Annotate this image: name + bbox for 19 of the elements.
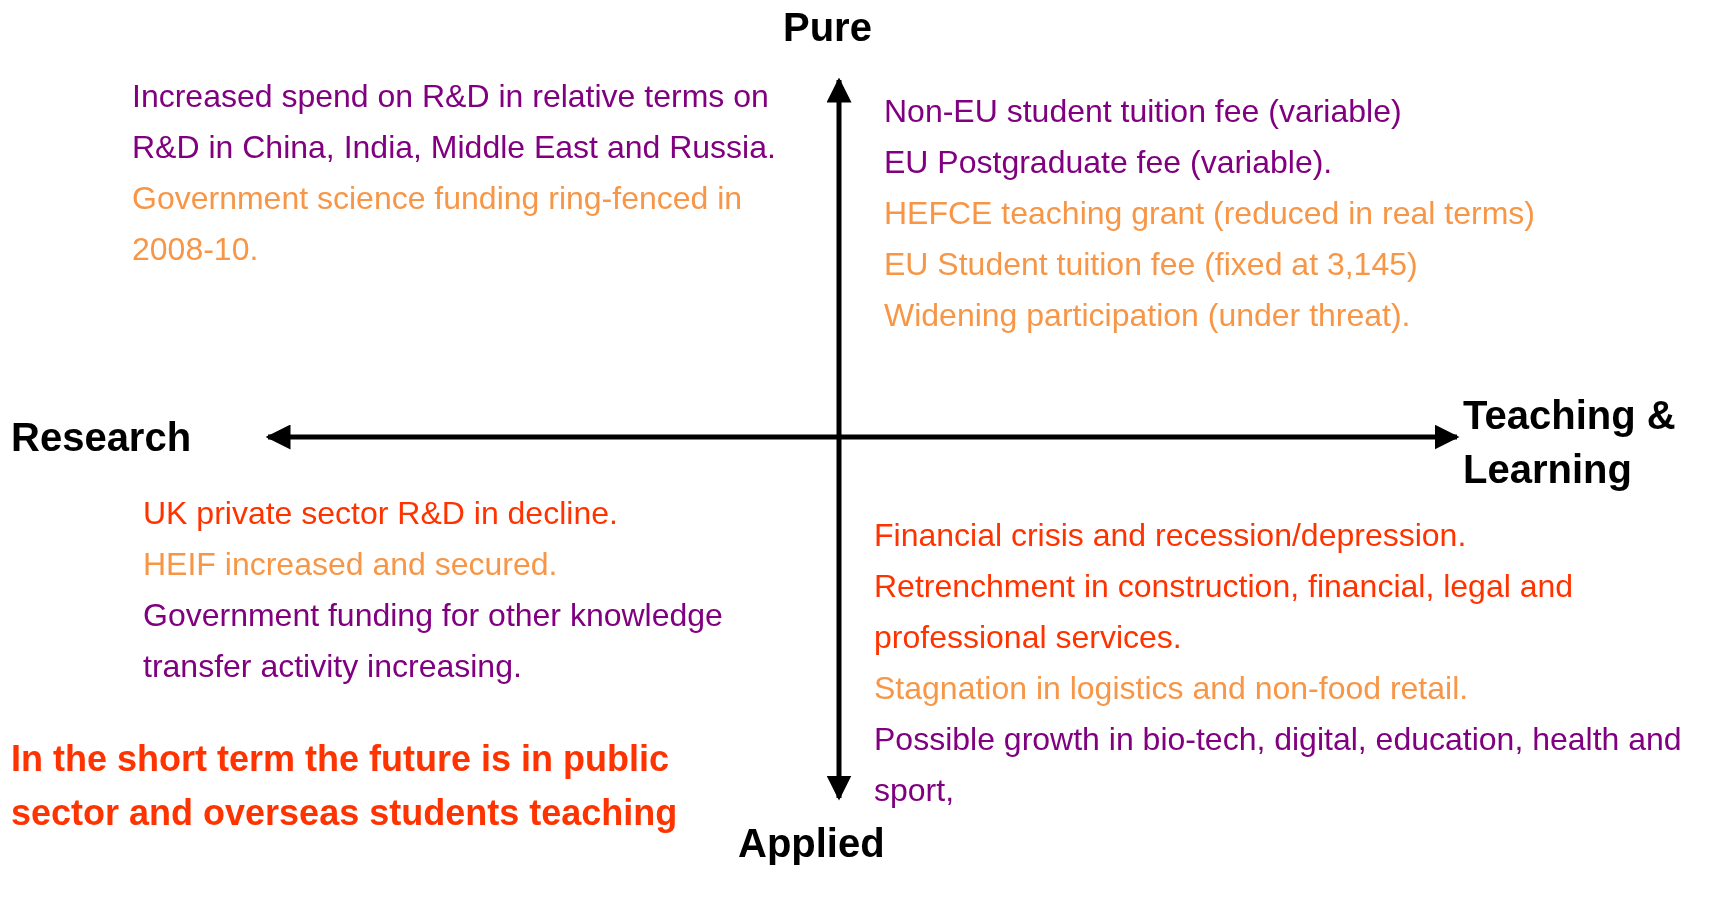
axis-label: Teaching & Learning <box>1463 392 1677 493</box>
quadrant-note: Non-EU student tuition fee (variable) <box>884 92 1402 131</box>
quadrant-note: HEFCE teaching grant (reduced in real terms) <box>884 194 1535 233</box>
quadrant-note: EU Postgraduate fee (variable). <box>884 143 1333 182</box>
quadrant-note: Widening participation (under threat). <box>884 296 1411 335</box>
quadrant-note: Possible growth in bio-tech, digital, education, health and sport, <box>874 720 1683 810</box>
quadrant-note: HEIF increased and secured. <box>143 545 558 584</box>
axis-label: Pure <box>783 4 872 51</box>
axis-label: Research <box>11 414 192 461</box>
quadrant-note: EU Student tuition fee (fixed at 3,145) <box>884 245 1418 284</box>
axis-label: Applied <box>738 820 885 867</box>
conclusion-text: In the short term the future is in public sector and overseas students teaching <box>11 737 679 835</box>
quadrant-note: Financial crisis and recession/depression. <box>874 516 1467 555</box>
quadrant-note: Government funding for other knowledge transfer activity increasing. <box>143 596 724 686</box>
quadrant-note: Increased spend on R&D in relative terms on R&D in China, India, Middle East and Russia. <box>132 77 777 167</box>
quadrant-note: Government science funding ring-fenced in 2008-10. <box>132 179 744 269</box>
quadrant-note: UK private sector R&D in decline. <box>143 494 618 533</box>
quadrant-note: Retrenchment in construction, financial, legal and professional services. <box>874 567 1575 657</box>
quadrant-note: Stagnation in logistics and non-food retail. <box>874 669 1469 708</box>
